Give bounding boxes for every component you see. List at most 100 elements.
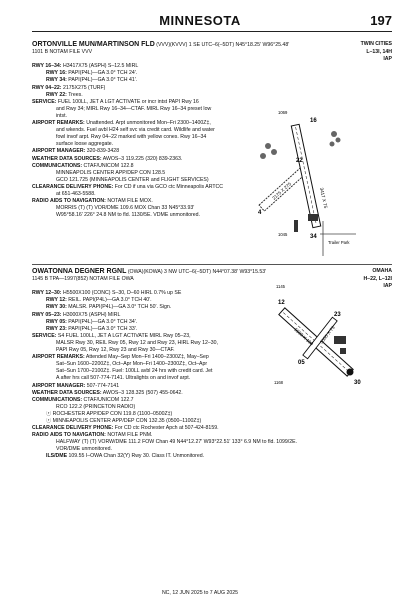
detail-text: VOR/DME unmonitored. — [56, 446, 112, 453]
airport-diagram-owatonna: 12 30 05 23 5500 X 100 3000 X 75 1168 11… — [274, 284, 361, 386]
rwy-22-number: 22 — [296, 158, 303, 164]
detail-label: COMMUNICATIONS: — [32, 162, 83, 169]
trailer-park-label: Trailer Park — [328, 240, 350, 245]
rwy-16-number: 16 — [310, 118, 317, 124]
detail-text: PAPI(P4L)—GA 3.0° TCH 24′. — [66, 70, 138, 77]
airport-name: OWATONNA DEGNER RGNL — [32, 268, 127, 275]
detail-label: RWY 30: — [46, 304, 67, 311]
airport-entry-ortonville: ORTONVILLE MUN/MARTINSON FLD (VVV)(KVVV)… — [32, 41, 392, 219]
detail-line: RADIO AIDS TO NAVIGATION: NOTAM FILE PNM… — [32, 432, 392, 439]
header-rule — [32, 31, 392, 32]
detail-text: H5500X100 (CONC) S–30, D–60 HIRL 0.7% up… — [61, 290, 182, 297]
elevation-text: 1101 B NOTAM FILE VVV — [32, 49, 93, 56]
tree-icon — [335, 137, 341, 143]
detail-line: RCO 122.2 (PRINCETON RADIO) — [32, 404, 392, 411]
detail-line: MALSR Rwy 30, REIL Rwy 05, Rwy 12 and Rw… — [32, 340, 392, 347]
detail-text: HALFWAY (T) (T) VORW/DME 111.2 FOW Chan … — [56, 439, 298, 446]
detail-text: 109.55 I–OWA Chan 32(Y) Rwy 30. Class IT… — [67, 453, 205, 460]
detail-line: RWY 05–23: H3000X75 (ASPH) MIRL — [32, 312, 392, 319]
tree-icon — [260, 153, 266, 159]
detail-line: MORRIS (T) (T) VOR/DME 109.6 MOX Chan 33… — [32, 205, 392, 212]
chart-ref: H–22, L–12I — [363, 276, 392, 283]
detail-label: RADIO AIDS TO NAVIGATION: — [32, 432, 106, 439]
elevation-label: 1168 — [274, 380, 284, 385]
detail-text: ⓡ ROCHESTER APP/DEP CON 119.8 (1100–0500… — [46, 410, 173, 417]
airport-name: ORTONVILLE MUN/MARTINSON FLD — [32, 41, 155, 48]
elevation-label: 1069 — [278, 110, 288, 115]
detail-line: RWY 34: PAPI(P4L)—GA 3.0° TCH 41′. — [32, 77, 392, 84]
page-header: MINNESOTA 197 — [0, 0, 400, 32]
detail-line: RWY 30: MALSR. PAPI(P4L)—GA 3.0° TCH 50′… — [32, 304, 392, 311]
detail-line: SERVICE: FUEL 100LL, JET A LGT ACTIVATE … — [32, 99, 392, 106]
detail-line: A after hrs call 507-774-7141. Ultraligh… — [32, 375, 392, 382]
detail-label: RWY 12: — [46, 297, 67, 304]
detail-text: FUEL 100LL, JET A LGT ACTIVATE or incr i… — [56, 98, 199, 105]
detail-text: Attended May–Sep Mon–Fri 1400–2300Z‡, Ma… — [84, 354, 209, 361]
detail-line: W95°58.16′ 226° 24.8 NM to fld. 1130/5E.… — [32, 212, 392, 219]
detail-line: RWY 12–30: H5500X100 (CONC) S–30, D–60 H… — [32, 290, 392, 297]
airport-ident-line: (OWA)(KOWA) 3 NW UTC–6(–5DT) N44°07.38′ … — [127, 269, 267, 275]
detail-label: RADIO AIDS TO NAVIGATION: — [32, 198, 106, 205]
detail-label: AIRPORT MANAGER: — [32, 148, 86, 155]
detail-label: RWY 04–22: — [32, 84, 62, 91]
tree-icon — [271, 149, 277, 155]
detail-label: CLEARANCE DELIVERY PHONE: — [32, 425, 114, 432]
detail-text: Unattended. Arpt unmonitored Mon–Fri 230… — [84, 120, 211, 127]
tree-icon — [329, 141, 335, 147]
detail-text: H3417X75 (ASPH) S–12.5 MIRL — [61, 63, 139, 70]
elevation-label-2: 1145 — [276, 284, 286, 289]
effective-dates-footer: NC, 12 JUN 2025 to 7 AUG 2025 — [161, 590, 239, 596]
hangar-shape — [340, 348, 346, 354]
detail-text: MALSR. PAPI(P4L)—GA 3.0° TCH 50′. Sign. — [66, 304, 172, 311]
detail-text: For CD if una via GCO ctc Minneapolis AR… — [113, 183, 224, 190]
detail-text: PAPI(P4L)—GA 3.0° TCH 41′. — [66, 77, 138, 84]
detail-line: AIRPORT REMARKS: Unattended. Arpt unmoni… — [32, 120, 392, 127]
detail-text: GCO 121.725 (MINNEAPOLIS CENTER and FLIG… — [56, 176, 209, 183]
detail-line: AIRPORT MANAGER: 507-774-7141 — [32, 383, 392, 390]
detail-label: SERVICE: — [32, 98, 57, 105]
detail-text: Sat–Sun 1600–2200Z‡, Oct–Apr Mon–Fri 140… — [56, 361, 208, 368]
detail-text: MALSR Rwy 30, REIL Rwy 05, Rwy 12 and Rw… — [56, 339, 218, 346]
detail-label: CLEARANCE DELIVERY PHONE: — [32, 183, 114, 190]
detail-text: and wkends. Fuel avbl H24 self svc via c… — [56, 127, 215, 134]
detail-line: GCO 121.725 (MINNEAPOLIS CENTER and FLIG… — [32, 177, 392, 184]
detail-label: RWY 16: — [46, 70, 67, 77]
iap-line: IAP — [32, 56, 392, 63]
detail-text: CTAF/UNICOM 122.7 — [82, 396, 134, 403]
detail-text: 507-774-7141 — [85, 382, 120, 389]
rwy-23-number: 23 — [334, 312, 341, 318]
airport-entry-owatonna: OWATONNA DEGNER RGNL (OWA)(KOWA) 3 NW UT… — [32, 268, 392, 461]
detail-line: VOR/DME unmonitored. — [32, 446, 392, 453]
detail-line: and Rwy 34; MIRL Rwy 16–34—CTAF. MIRL Rw… — [32, 106, 392, 113]
detail-line: RWY 22: Trees. — [32, 92, 392, 99]
detail-text: ⓡ MINNEAPOLIS CENTER APP/DEP CON 132.35 … — [46, 417, 202, 424]
rwy-34-number: 34 — [310, 234, 317, 240]
iap-line: IAP — [32, 283, 392, 290]
detail-text: REIL. PAPI(P4L)—GA 3.0° TCH 40′. — [66, 297, 152, 304]
detail-label: RWY 12–30: — [32, 290, 62, 297]
detail-label: WEATHER DATA SOURCES: — [32, 155, 102, 162]
airport-diagram-ortonville: 16 34 4 22 3417 X 75 2175 X 275 Trailer … — [258, 110, 356, 256]
elevation-text: 1145 B TPA—1997(852) NOTAM FILE OWA — [32, 276, 134, 283]
detail-text: MORRIS (T) (T) VOR/DME 109.6 MOX Chan 33… — [56, 205, 195, 212]
detail-label: RWY 05–23: — [32, 311, 62, 318]
detail-line: Sat–Sun 1600–2200Z‡, Oct–Apr Mon–Fri 140… — [32, 361, 392, 368]
detail-line: RWY 16–34: H3417X75 (ASPH) S–12.5 MIRL — [32, 63, 392, 70]
runway-05-23-shape — [302, 316, 338, 360]
detail-line: HALFWAY (T) (T) VORW/DME 111.2 FOW Chan … — [32, 439, 392, 446]
region-name: OMAHA — [372, 268, 392, 274]
page-number: 197 — [370, 13, 392, 28]
hangar-shape — [294, 220, 298, 232]
apron-shape — [334, 336, 346, 344]
detail-text: W95°58.16′ 226° 24.8 NM to fld. 1130/5E.… — [56, 212, 201, 219]
detail-text: H3000X75 (ASPH) MIRL — [61, 311, 121, 318]
detail-text: NOTAM FILE MOX. — [105, 198, 153, 205]
detail-label: RWY 23: — [46, 325, 67, 332]
detail-label: SERVICE: — [32, 332, 57, 339]
detail-line: COMMUNICATIONS: CTAF/UNICOM 122.8 — [32, 163, 392, 170]
apron-shape — [308, 214, 318, 221]
detail-text: 2175X275 (TURF) — [61, 84, 106, 91]
detail-line: AIRPORT REMARKS: Attended May–Sep Mon–Fr… — [32, 354, 392, 361]
detail-line: PAPI Rwy 05, Rwy 12, Rwy 23 and Rwy 30—C… — [32, 347, 392, 354]
rwy-16-34-dimensions: 3417 X 75 — [319, 187, 328, 209]
